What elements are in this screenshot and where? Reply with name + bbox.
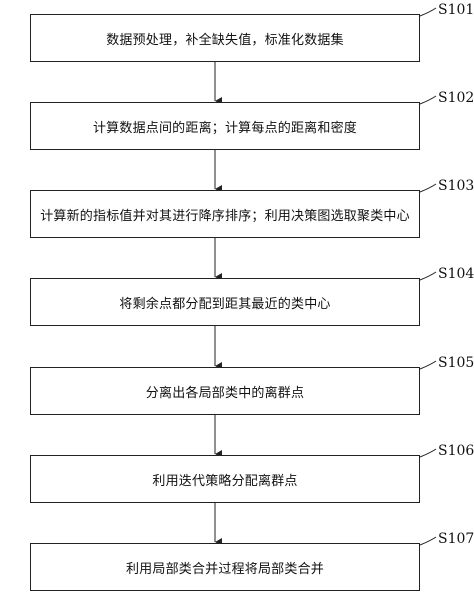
- leader-line-s104: [419, 271, 437, 281]
- step-box-s101: 数据预处理，补全缺失值，标准化数据集: [30, 14, 420, 62]
- step-box-s104: 将剩余点都分配到距其最近的类中心: [30, 278, 420, 326]
- leader-line-s105: [419, 360, 437, 370]
- step-text-s103: 计算新的指标值并对其进行降序排序；利用决策图选取聚类中心: [40, 208, 410, 224]
- step-label-s103: S103: [438, 178, 474, 194]
- step-text-s107: 利用局部类合并过程将局部类合并: [125, 561, 324, 577]
- step-text-s102: 计算数据点间的距离；计算每点的距离和密度: [92, 120, 357, 136]
- leader-line-s101: [419, 7, 437, 17]
- step-box-s103: 计算新的指标值并对其进行降序排序；利用决策图选取聚类中心: [30, 190, 420, 238]
- step-box-s107: 利用局部类合并过程将局部类合并: [30, 543, 420, 591]
- step-box-s106: 利用迭代策略分配离群点: [30, 455, 420, 503]
- step-text-s101: 数据预处理，补全缺失值，标准化数据集: [106, 32, 344, 48]
- step-text-s104: 将剩余点都分配到距其最近的类中心: [119, 296, 331, 312]
- step-text-s106: 利用迭代策略分配离群点: [152, 473, 298, 489]
- leader-line-s103: [419, 183, 437, 193]
- step-label-s101: S101: [438, 2, 474, 18]
- step-text-s105: 分离出各局部类中的离群点: [145, 385, 305, 401]
- step-label-s102: S102: [438, 90, 474, 106]
- step-label-s106: S106: [438, 443, 474, 459]
- leader-line-s102: [419, 95, 437, 105]
- step-label-s105: S105: [438, 355, 474, 371]
- step-label-s107: S107: [438, 531, 474, 547]
- leader-line-s106: [419, 448, 437, 458]
- step-label-s104: S104: [438, 266, 474, 282]
- leader-line-s107: [419, 536, 437, 546]
- step-box-s105: 分离出各局部类中的离群点: [30, 367, 420, 415]
- step-box-s102: 计算数据点间的距离；计算每点的距离和密度: [30, 102, 420, 150]
